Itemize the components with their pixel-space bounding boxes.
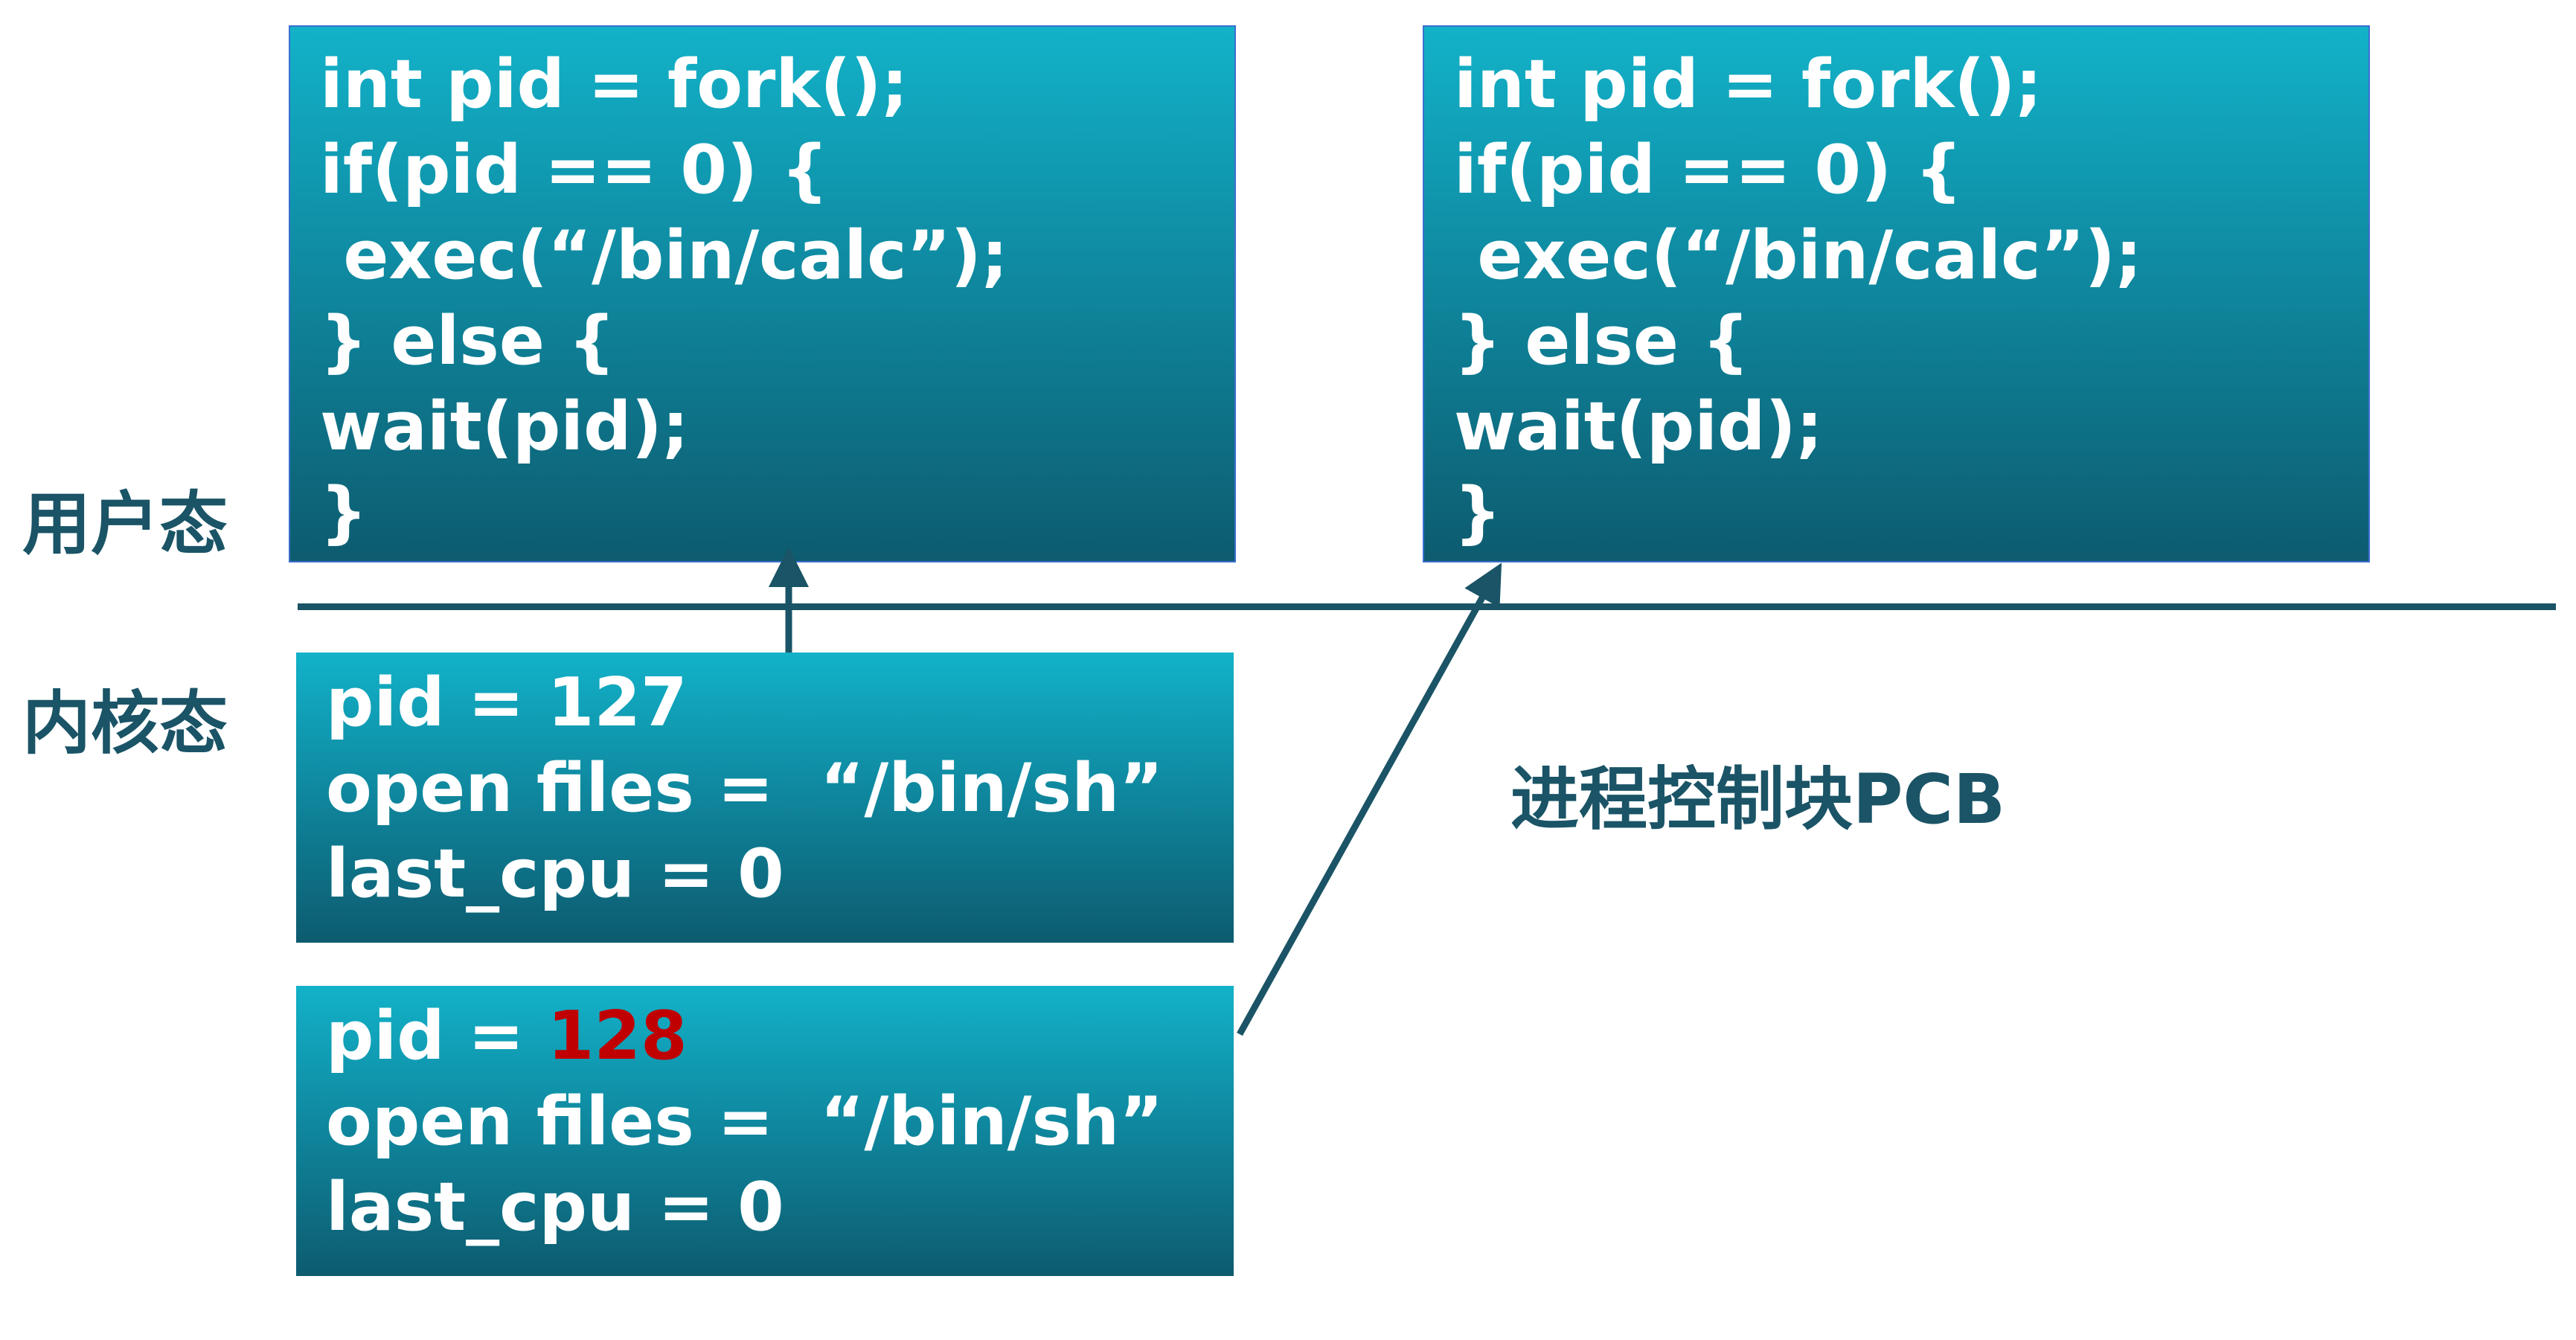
pcb-last-cpu: last_cpu = 0 bbox=[326, 835, 784, 913]
pcb-box-child: pid = 128 open files = “/bin/sh” last_cp… bbox=[296, 986, 1234, 1276]
pcb-pid-label: pid = bbox=[326, 997, 548, 1075]
kernel-mode-label: 内核态 bbox=[22, 684, 228, 763]
code-line: wait(pid); bbox=[1454, 388, 1823, 466]
code-line: int pid = fork(); bbox=[1454, 45, 2042, 124]
pcb-pid: pid = 128 bbox=[326, 993, 1234, 1079]
code-line: if(pid == 0) { bbox=[1454, 131, 1963, 209]
pcb-open-files: open files = “/bin/sh” bbox=[326, 1083, 1164, 1161]
code-line: exec(“/bin/calc”); bbox=[1454, 217, 2142, 295]
arrow-child-pcb-to-user bbox=[1237, 562, 1502, 1036]
pcb-box-parent: pid = 127 open files = “/bin/sh” last_cp… bbox=[296, 653, 1234, 943]
code-line: exec(“/bin/calc”); bbox=[320, 217, 1008, 295]
user-mode-label: 用户态 bbox=[22, 484, 228, 564]
pcb-pid-value: 127 bbox=[547, 664, 688, 742]
code-line: } bbox=[320, 473, 368, 551]
user-code-box-child: int pid = fork(); if(pid == 0) { exec(“/… bbox=[1423, 25, 2370, 562]
code-line: wait(pid); bbox=[320, 388, 689, 466]
pcb-last-cpu: last_cpu = 0 bbox=[326, 1168, 784, 1246]
pcb-pid: pid = 127 bbox=[326, 660, 1234, 746]
pcb-pid-label: pid = bbox=[326, 664, 548, 742]
code-line: } else { bbox=[1454, 302, 1750, 380]
code-line: int pid = fork(); bbox=[320, 45, 909, 124]
pcb-label: 进程控制块PCB bbox=[1510, 760, 2006, 839]
user-code-box-parent: int pid = fork(); if(pid == 0) { exec(“/… bbox=[289, 25, 1236, 562]
user-kernel-divider bbox=[298, 603, 2556, 610]
code-line: } bbox=[1454, 473, 1502, 551]
code-line: } else { bbox=[320, 302, 616, 380]
pcb-pid-value-highlight: 128 bbox=[547, 997, 688, 1075]
pcb-open-files: open files = “/bin/sh” bbox=[326, 749, 1164, 827]
code-line: if(pid == 0) { bbox=[320, 131, 829, 209]
